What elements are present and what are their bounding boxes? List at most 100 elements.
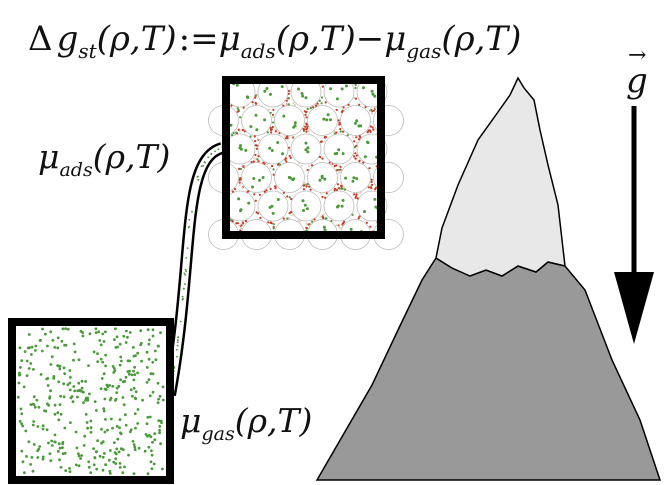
gas-particle xyxy=(124,413,127,417)
label-gas-mu: μ xyxy=(180,401,201,440)
cage-outline xyxy=(307,105,338,136)
gas-particle xyxy=(96,352,99,355)
adsorbed-particle xyxy=(238,146,242,150)
framework-particle xyxy=(341,109,344,112)
adsorbed-particle xyxy=(344,84,348,88)
eq-delta: Δ xyxy=(28,19,53,59)
gas-particle xyxy=(77,454,81,458)
gas-particle xyxy=(147,357,151,361)
gas-particle xyxy=(109,449,112,452)
adsorbed-particle xyxy=(340,204,344,208)
gas-particle xyxy=(92,463,96,467)
gas-particle xyxy=(62,382,65,386)
adsorbed-particle xyxy=(281,152,285,156)
framework-particle xyxy=(290,210,293,214)
framework-particle xyxy=(242,222,245,225)
framework-particle xyxy=(347,103,350,106)
gas-particle xyxy=(104,463,107,467)
framework-particle xyxy=(239,227,243,230)
framework-particle xyxy=(357,217,360,220)
adsorbed-particle xyxy=(337,148,341,152)
gas-particle xyxy=(68,467,71,470)
gas-particle xyxy=(34,344,38,348)
adsorbed-particle xyxy=(293,124,297,128)
adsorbed-particle xyxy=(304,148,308,152)
gas-particle xyxy=(41,327,44,331)
framework-particle xyxy=(367,186,370,189)
cage-outline xyxy=(307,162,338,193)
gas-particle xyxy=(57,442,61,446)
gas-particle xyxy=(104,330,107,334)
framework-particle xyxy=(303,182,307,185)
tube-particle xyxy=(184,274,187,276)
gas-particle xyxy=(68,470,72,473)
gas-particle xyxy=(103,430,107,434)
framework-particle xyxy=(374,106,377,109)
framework-particle xyxy=(343,188,346,191)
gas-particle xyxy=(66,327,70,331)
framework-particle xyxy=(269,126,272,129)
framework-particle xyxy=(353,140,356,143)
gas-particle xyxy=(145,350,149,354)
cage-outline xyxy=(290,133,322,165)
gas-particle xyxy=(136,351,140,355)
gas-particle xyxy=(103,452,106,455)
gas-particle xyxy=(81,331,85,334)
framework-particle xyxy=(269,221,272,224)
tube-particle xyxy=(217,148,220,151)
framework-particle xyxy=(339,168,342,171)
framework-particle xyxy=(305,226,308,229)
gas-particle xyxy=(116,437,120,441)
label-gas-args: (ρ,T) xyxy=(235,401,313,440)
framework-particle xyxy=(284,137,287,140)
adsorbed-particle xyxy=(373,94,377,98)
gas-particle xyxy=(99,387,103,391)
adsorbed-particle xyxy=(237,197,241,201)
gas-particle xyxy=(72,342,76,346)
gas-particle xyxy=(157,419,161,423)
gas-particle xyxy=(139,343,143,347)
gas-particle xyxy=(63,426,67,430)
gas-particle xyxy=(134,397,138,401)
gas-particle xyxy=(114,399,117,402)
tube-particle xyxy=(182,287,185,290)
adsorbed-particle xyxy=(282,114,286,118)
gas-particle xyxy=(37,405,41,409)
gas-particle xyxy=(111,384,115,388)
gas-particle xyxy=(108,472,112,475)
gas-particle xyxy=(128,359,132,363)
gas-particle xyxy=(71,400,75,404)
adsorbed-particle xyxy=(246,96,250,99)
gas-particle xyxy=(20,449,24,453)
framework-particle xyxy=(307,165,310,168)
gas-particle xyxy=(25,359,29,363)
framework-particle xyxy=(335,224,338,227)
framework-particle xyxy=(285,99,288,102)
framework-particle xyxy=(293,104,297,107)
gas-particle xyxy=(157,397,161,401)
adsorbed-particle xyxy=(322,117,326,121)
framework-particle xyxy=(272,223,275,226)
gas-particle xyxy=(56,411,60,415)
gas-particle xyxy=(46,384,50,387)
gas-particle xyxy=(132,369,136,373)
gas-particle xyxy=(93,456,97,460)
gas-particle xyxy=(23,471,26,475)
gas-particle xyxy=(132,386,136,390)
framework-particle xyxy=(271,164,274,168)
gas-particle xyxy=(31,402,35,406)
gas-particle xyxy=(76,395,79,399)
adsorbed-particles xyxy=(229,82,379,234)
framework-particle xyxy=(353,145,357,149)
tube-particle xyxy=(177,339,179,342)
gas-particle xyxy=(101,440,105,444)
gas-particle xyxy=(27,333,31,336)
framework-particle xyxy=(319,155,322,159)
gas-particle xyxy=(147,342,151,346)
framework-particle xyxy=(353,155,356,158)
gas-particle xyxy=(46,344,49,348)
cage-outline xyxy=(290,190,322,222)
gas-particle xyxy=(143,449,147,453)
framework-particle xyxy=(269,111,272,114)
gas-particle xyxy=(141,398,145,402)
